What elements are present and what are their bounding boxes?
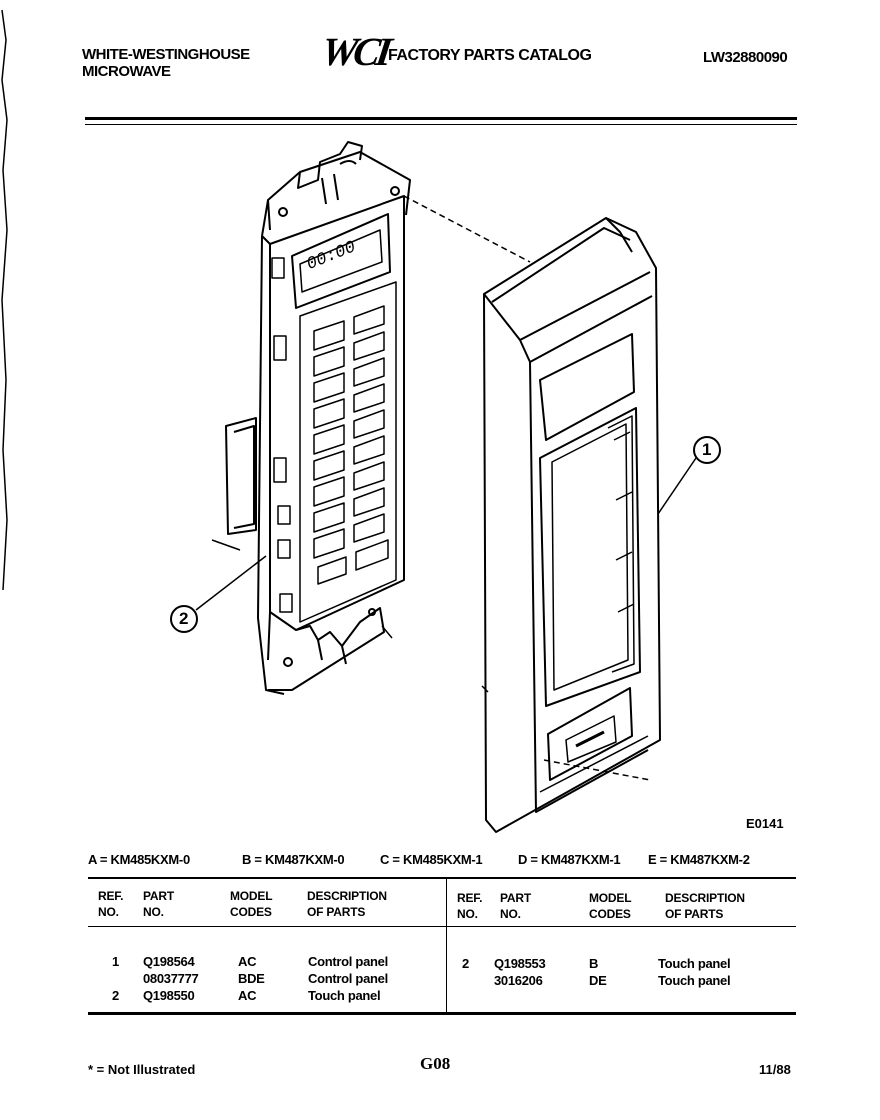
- callout-1: 1: [702, 440, 712, 459]
- table-rule-bottom: [88, 1012, 796, 1015]
- row-ref: 2: [112, 988, 119, 1003]
- row-desc: Control panel: [308, 954, 388, 969]
- row-codes: BDE: [238, 971, 265, 986]
- row-part: Q198553: [494, 956, 546, 971]
- row-codes: AC: [238, 954, 257, 969]
- row-part: Q198550: [143, 988, 195, 1003]
- table-rule-top: [88, 877, 796, 879]
- control-panel-assembly: [225, 141, 411, 695]
- page-number: G08: [420, 1054, 451, 1073]
- row-part: 3016206: [494, 973, 543, 988]
- table-divider: [446, 878, 447, 1014]
- row-desc: Touch panel: [308, 988, 381, 1003]
- model-a: A = KM485KXM-0: [88, 852, 190, 867]
- control-panel-frame: [483, 217, 661, 833]
- header-rule-top: [85, 117, 797, 120]
- row-part: Q198564: [143, 954, 195, 969]
- row-part: 08037777: [143, 971, 199, 986]
- not-illustrated-note: * = Not Illustrated: [88, 1062, 196, 1077]
- row-desc: Touch panel: [658, 956, 731, 971]
- callout-2: 2: [179, 609, 189, 628]
- brand-line2: MICROWAVE: [82, 63, 171, 80]
- catalog-title: FACTORY PARTS CATALOG: [388, 47, 592, 64]
- table-rule-header: [88, 926, 796, 927]
- header-rule-bottom: [85, 124, 797, 125]
- keypad-buttons: [313, 305, 389, 585]
- row-desc: Control panel: [308, 971, 388, 986]
- row-codes: AC: [238, 988, 257, 1003]
- figure-code: E0141: [746, 816, 784, 831]
- row-desc: Touch panel: [658, 973, 731, 988]
- model-d: D = KM487KXM-1: [518, 852, 621, 867]
- row-codes: B: [589, 956, 599, 971]
- hdr-ref-left: REF.NO.: [98, 889, 124, 919]
- hdr-ref-right: REF.NO.: [457, 891, 483, 921]
- model-c: C = KM485KXM-1: [380, 852, 483, 867]
- catalog-code: LW32880090: [703, 49, 788, 66]
- row-ref: 1: [112, 954, 119, 969]
- row-codes: DE: [589, 973, 607, 988]
- model-e: E = KM487KXM-2: [648, 852, 750, 867]
- row-ref: 2: [462, 956, 469, 971]
- model-b: B = KM487KXM-0: [242, 852, 345, 867]
- catalog-date: 11/88: [759, 1062, 791, 1077]
- brand-line1: WHITE-WESTINGHOUSE: [82, 46, 250, 63]
